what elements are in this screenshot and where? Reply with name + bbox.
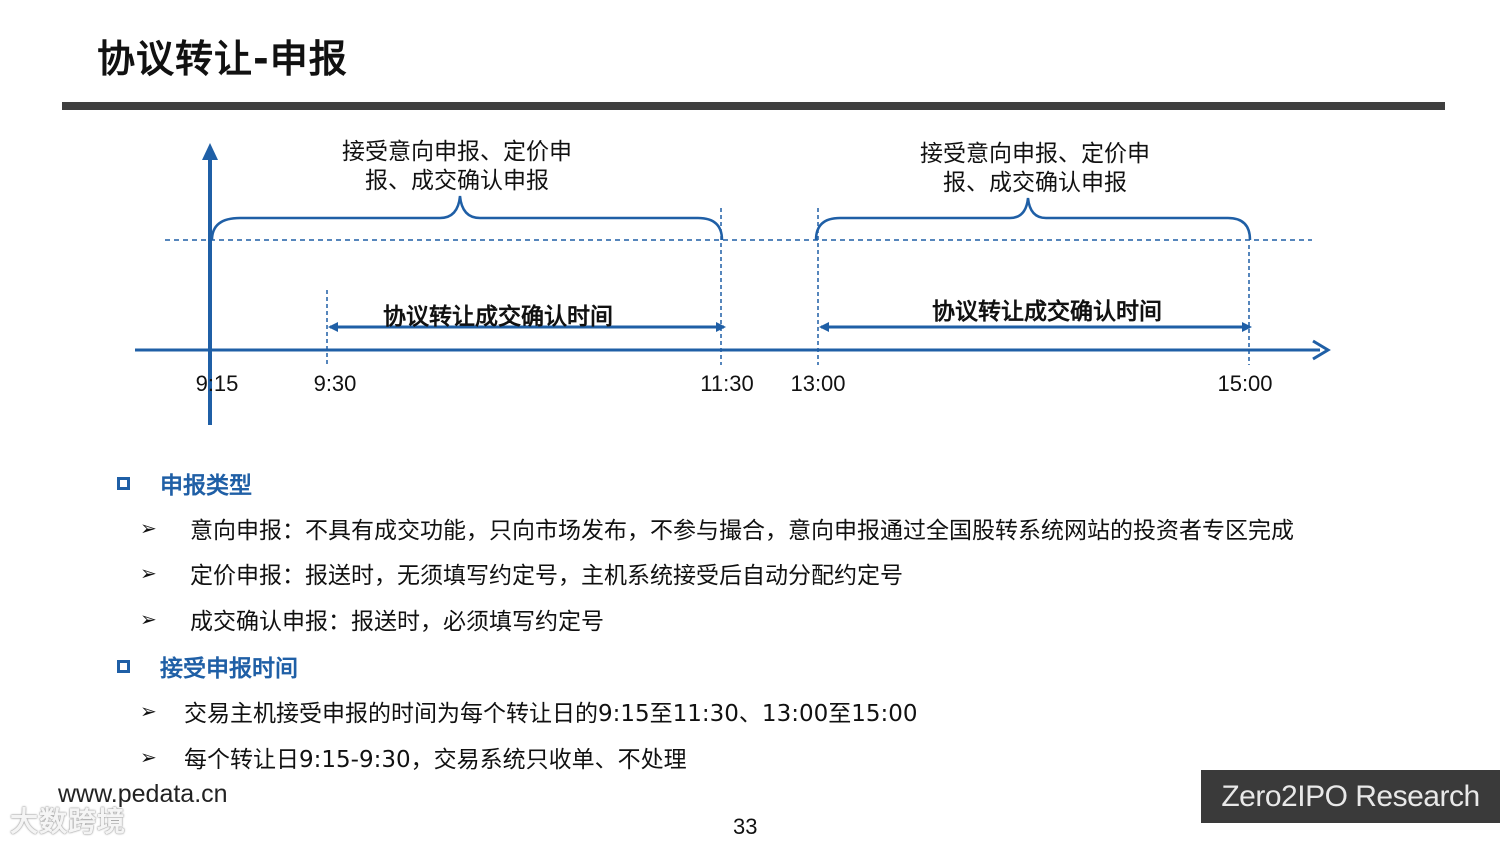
tick-label: 11:30	[700, 371, 753, 396]
square-bullet-icon	[117, 659, 130, 673]
list-item-text: 交易主机接受申报的时间为每个转让日的9:15至11:30、13:00至15:00	[184, 701, 918, 727]
list-item: ➢ 定价申报：报送时，无须填写约定号，主机系统接受后自动分配约定号	[140, 556, 903, 590]
vertical-axis-arrowhead	[202, 143, 218, 160]
brand-logo: Zero2IPO Research	[1201, 770, 1500, 823]
list-item-text: 意向申报：不具有成交功能，只向市场发布，不参与撮合，意向申报通过全国股转系统网站…	[190, 518, 1294, 544]
brace-afternoon	[814, 197, 1252, 241]
arrow-bullet-icon: ➢	[140, 607, 157, 631]
period1-caption-line2: 报、成交确认申报	[365, 168, 549, 194]
page-number: 33	[733, 814, 758, 839]
tick-label: 9:30	[314, 371, 357, 396]
page-title: 协议转让-申报	[97, 37, 348, 81]
tick-label: 15:00	[1217, 371, 1272, 396]
period1-caption-line1: 接受意向申报、定价申	[342, 139, 572, 165]
list-item: ➢ 意向申报：不具有成交功能，只向市场发布，不参与撮合，意向申报通过全国股转系统…	[140, 511, 1294, 545]
list-item: ➢ 每个转让日9:15-9:30，交易系统只收单、不处理	[140, 740, 687, 774]
list-item-text: 成交确认申报：报送时，必须填写约定号	[190, 609, 604, 635]
period2-caption-line2: 报、成交确认申报	[943, 170, 1127, 196]
section-label: 申报类型	[160, 473, 252, 499]
list-item-text: 定价申报：报送时，无须填写约定号，主机系统接受后自动分配约定号	[190, 563, 903, 589]
title-divider	[62, 102, 1445, 110]
confirm-label-morning: 协议转让成交确认时间	[383, 303, 613, 330]
arrow-bullet-icon: ➢	[140, 561, 157, 585]
arrow-bullet-icon: ➢	[140, 516, 157, 540]
confirm-label-afternoon: 协议转让成交确认时间	[932, 298, 1162, 325]
section-label: 接受申报时间	[160, 656, 298, 682]
section-header-accept-time: 接受申报时间	[117, 649, 298, 683]
website-link[interactable]: www.pedata.cn	[58, 780, 228, 808]
section-header-declaration-types: 申报类型	[117, 466, 252, 500]
arrow-bullet-icon: ➢	[140, 699, 157, 723]
tick-label: 9:15	[196, 371, 239, 396]
period2-caption-line1: 接受意向申报、定价申	[920, 141, 1150, 167]
list-item-text: 每个转让日9:15-9:30，交易系统只收单、不处理	[184, 747, 687, 773]
list-item: ➢ 成交确认申报：报送时，必须填写约定号	[140, 602, 604, 636]
brace-morning	[210, 195, 724, 241]
arrow-bullet-icon: ➢	[140, 745, 157, 769]
tick-label: 13:00	[790, 371, 845, 396]
list-item: ➢ 交易主机接受申报的时间为每个转让日的9:15至11:30、13:00至15:…	[140, 694, 918, 728]
time-axis-arrowhead	[1312, 339, 1331, 361]
square-bullet-icon	[117, 476, 130, 490]
watermark: 大数跨境	[10, 805, 127, 838]
